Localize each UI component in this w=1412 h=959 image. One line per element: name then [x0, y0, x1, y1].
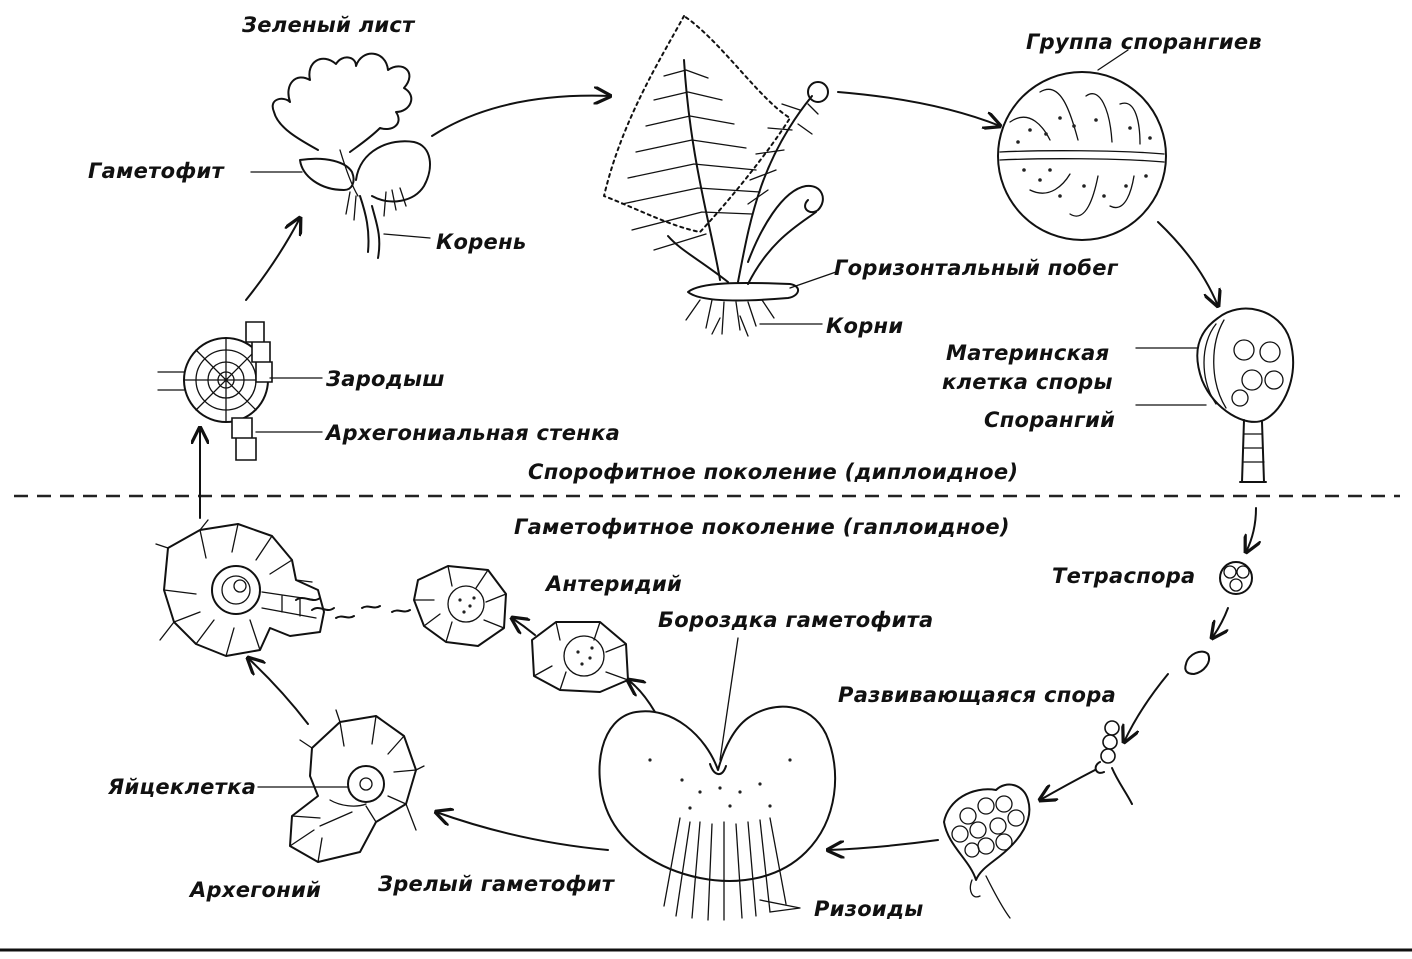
young-sporophyte-drawing — [251, 54, 430, 258]
antheridium-drawing-1 — [414, 566, 506, 646]
archegonium-egg-drawing — [258, 710, 424, 862]
arrow-archegonium-to-fertilization — [248, 658, 308, 724]
spore-drawing — [1185, 652, 1209, 674]
label-gametophyte-generation: Гаметофитное поколение (гаплоидное) — [514, 515, 1010, 539]
arrow-antheridium-to-antheridium — [512, 618, 535, 635]
label-sporangium: Спорангий — [984, 408, 1115, 432]
arrow-fern-to-sporangia-group — [838, 92, 1000, 126]
arrow-young-gametophyte-to-mature — [828, 840, 938, 850]
arrow-developing-to-young-gametophyte — [1040, 770, 1095, 800]
sporangium-drawing — [1136, 309, 1293, 482]
label-roots: Корни — [826, 314, 903, 338]
antheridium-drawing-2 — [532, 622, 628, 692]
sperm-cells — [296, 598, 410, 618]
mature-gametophyte-drawing — [599, 638, 835, 920]
fiddlehead-coil — [748, 186, 823, 262]
label-horizontal-shoot: Горизонтальный побег — [834, 256, 1118, 280]
label-sporophyte-generation: Спорофитное поколение (диплоидное) — [528, 460, 1018, 484]
tetraspore-drawing — [1220, 562, 1252, 594]
gametophyte-left-lobe — [300, 159, 354, 190]
label-spore-mother-cell-line1: Материнская — [946, 341, 1109, 365]
arrow-mature-to-antheridium — [628, 680, 655, 712]
arrow-embryo-to-young-sporophyte — [246, 218, 300, 300]
label-sporangia-group: Группа спорангиев — [1026, 30, 1262, 54]
young-root — [360, 196, 379, 258]
label-embryo: Зародыш — [326, 367, 445, 391]
label-archegonial-wall: Архегониальная стенка — [326, 421, 620, 445]
arrow-sporangia-group-to-sporangium — [1158, 222, 1218, 306]
label-egg-cell: Яйцеклетка — [108, 775, 256, 799]
young-gametophyte-drawing — [944, 785, 1029, 918]
fern-roots — [686, 300, 774, 336]
fern-sporophyte-drawing — [604, 16, 836, 336]
developing-spore-drawing — [1096, 721, 1132, 804]
label-antheridium: Антеридий — [546, 572, 682, 596]
gametophyte-heart-shape — [599, 707, 835, 881]
label-gametophyte-groove: Бороздка гаметофита — [658, 608, 934, 632]
arrow-tetraspore-to-spore — [1212, 608, 1228, 638]
green-leaf-shape — [273, 54, 412, 152]
label-rhizoids: Ризоиды — [814, 897, 924, 921]
label-gametophyte: Гаметофит — [88, 159, 224, 183]
mature-gametophyte-rhizoids — [664, 818, 786, 920]
arrow-mature-to-archegonium — [436, 812, 608, 850]
arrow-spore-to-developing — [1124, 674, 1168, 742]
label-spore-mother-cell-line2: клетка споры — [942, 370, 1113, 394]
label-archegonium: Архегоний — [190, 878, 321, 902]
sporangium-stalk — [1240, 420, 1266, 482]
label-mature-gametophyte: Зрелый гаметофит — [378, 872, 614, 896]
sporangia-group-drawing — [998, 50, 1166, 240]
arrow-young-sporophyte-to-fern — [432, 96, 610, 136]
arrow-sporangium-to-tetraspore — [1246, 508, 1256, 552]
horizontal-shoot — [688, 283, 798, 301]
label-tetraspore: Тетраспора — [1052, 564, 1196, 588]
fertilization-drawing — [156, 520, 410, 656]
sorus-circle — [808, 82, 828, 102]
label-green-leaf: Зеленый лист — [242, 13, 415, 37]
label-root: Корень — [436, 230, 526, 254]
label-developing-spore: Развивающаяся спора — [838, 683, 1116, 707]
embryo-drawing — [158, 322, 322, 460]
